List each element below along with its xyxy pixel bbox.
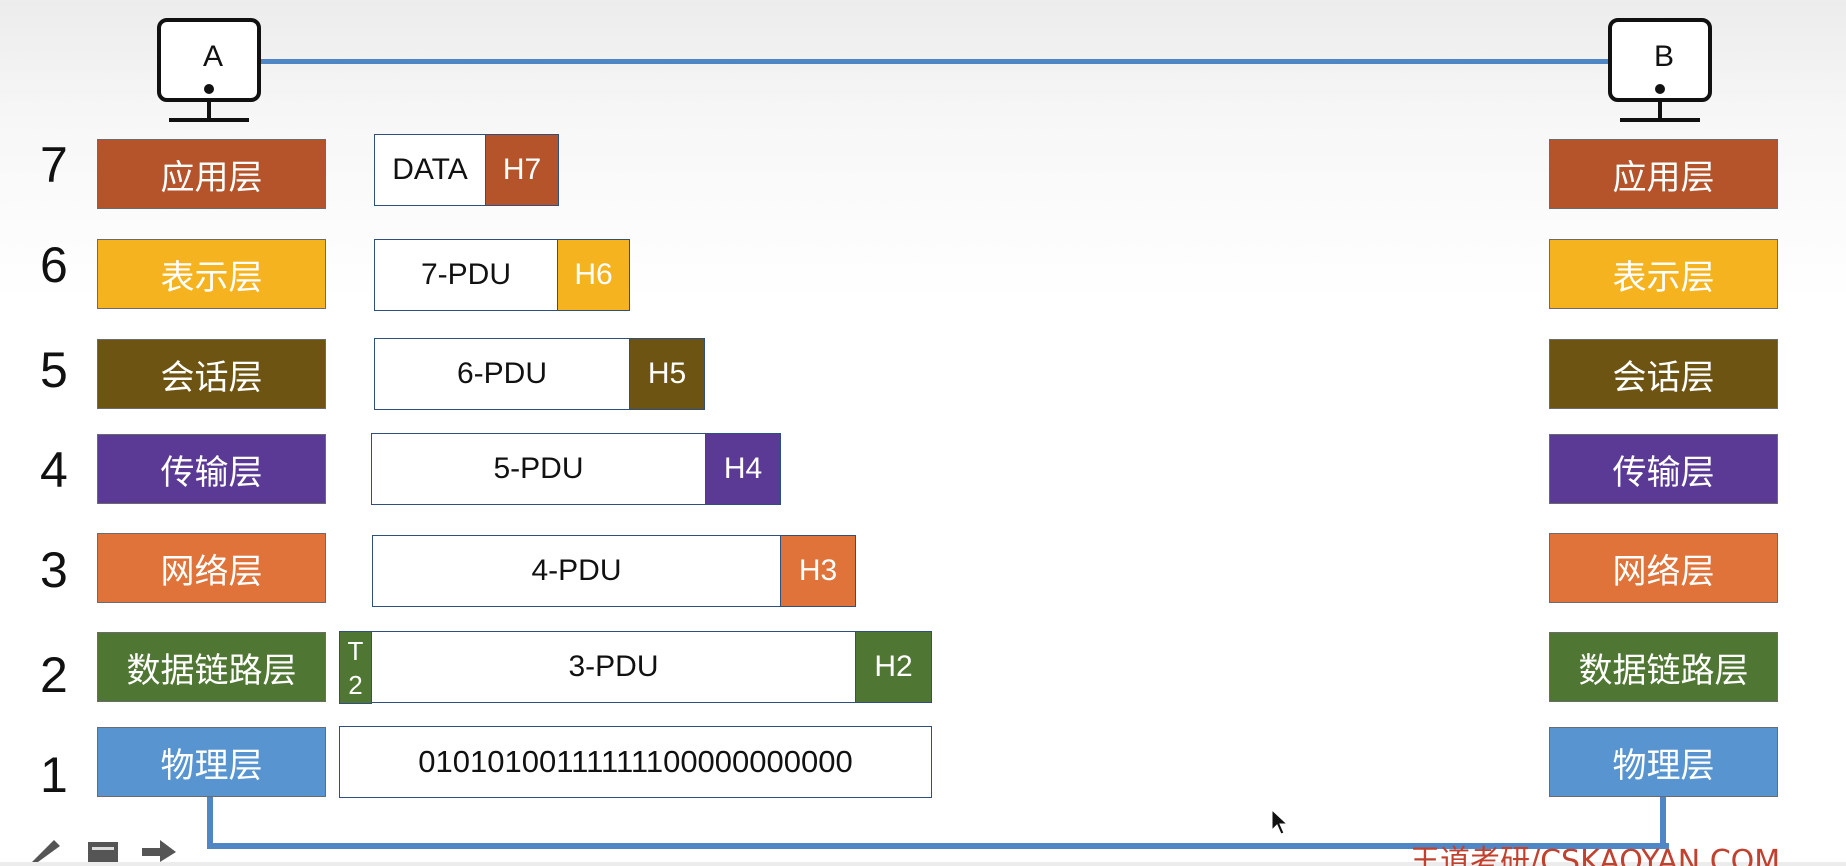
host-a-label: A xyxy=(202,40,223,73)
row3-header-h3: H3 xyxy=(780,535,856,607)
host-a-neck xyxy=(207,102,211,118)
row7-header-h7: H7 xyxy=(485,134,559,206)
layer-number-3: 3 xyxy=(40,542,68,598)
row2-pdu-box: 3-PDU xyxy=(371,631,856,703)
row2-header-h2: H2 xyxy=(855,631,932,703)
a-transport-layer: 传输层 xyxy=(97,434,326,504)
top-link-line xyxy=(260,59,1610,64)
b-network-layer: 网络层 xyxy=(1549,533,1778,603)
host-b-label: B xyxy=(1653,40,1674,73)
a-network-layer: 网络层 xyxy=(97,533,326,603)
bottom-link-left-vertical xyxy=(207,797,213,849)
layer-number-4: 4 xyxy=(40,442,68,498)
a-datalink-layer: 数据链路层 xyxy=(97,632,326,702)
b-transport-layer: 传输层 xyxy=(1549,434,1778,504)
bottom-link-right-vertical xyxy=(1660,797,1666,849)
a-application-layer: 应用层 xyxy=(97,139,326,209)
layer-number-2: 2 xyxy=(40,647,68,703)
layer-number-6: 6 xyxy=(40,237,68,293)
host-a-stand xyxy=(169,118,249,122)
row3-pdu-box: 4-PDU xyxy=(372,535,781,607)
row2-trailer-line1: T xyxy=(347,636,364,666)
layer-number-7: 7 xyxy=(40,137,68,193)
host-b-neck xyxy=(1658,102,1662,118)
arrow-right-icon[interactable] xyxy=(140,836,180,862)
row4-pdu-box: 5-PDU xyxy=(371,433,706,505)
b-physical-layer: 物理层 xyxy=(1549,727,1778,797)
watermark-text: 王道考研/CSKAOYAN.COM xyxy=(1410,844,1781,866)
row5-header-h5: H5 xyxy=(629,338,705,410)
a-physical-layer: 物理层 xyxy=(97,727,326,797)
row7-data-box: DATA xyxy=(374,134,486,206)
row6-header-h6: H6 xyxy=(557,239,630,311)
pen-icon[interactable] xyxy=(26,836,66,862)
host-a-computer-icon: A xyxy=(157,18,267,122)
b-session-layer: 会话层 xyxy=(1549,339,1778,409)
host-b-stand xyxy=(1620,118,1700,122)
row2-trailer-t2: T 2 xyxy=(339,631,372,704)
row2-trailer-line2: 2 xyxy=(348,670,363,700)
row1-bitstream-box: 01010100111111100000000000 xyxy=(339,726,932,798)
host-b-computer-icon: B xyxy=(1608,18,1718,122)
mouse-cursor-icon xyxy=(1271,808,1289,835)
b-application-layer: 应用层 xyxy=(1549,139,1778,209)
bottom-link-horizontal xyxy=(207,843,1669,849)
host-a-power-dot xyxy=(204,84,214,94)
layer-number-5: 5 xyxy=(40,342,68,398)
host-b-power-dot xyxy=(1655,84,1665,94)
notes-icon[interactable] xyxy=(84,836,124,862)
b-presentation-layer: 表示层 xyxy=(1549,239,1778,309)
row6-pdu-box: 7-PDU xyxy=(374,239,558,311)
slide-toolbar xyxy=(0,836,190,862)
b-datalink-layer: 数据链路层 xyxy=(1549,632,1778,702)
row4-header-h4: H4 xyxy=(705,433,781,505)
row5-pdu-box: 6-PDU xyxy=(374,338,630,410)
a-session-layer: 会话层 xyxy=(97,339,326,409)
layer-number-1: 1 xyxy=(40,747,68,803)
a-presentation-layer: 表示层 xyxy=(97,239,326,309)
